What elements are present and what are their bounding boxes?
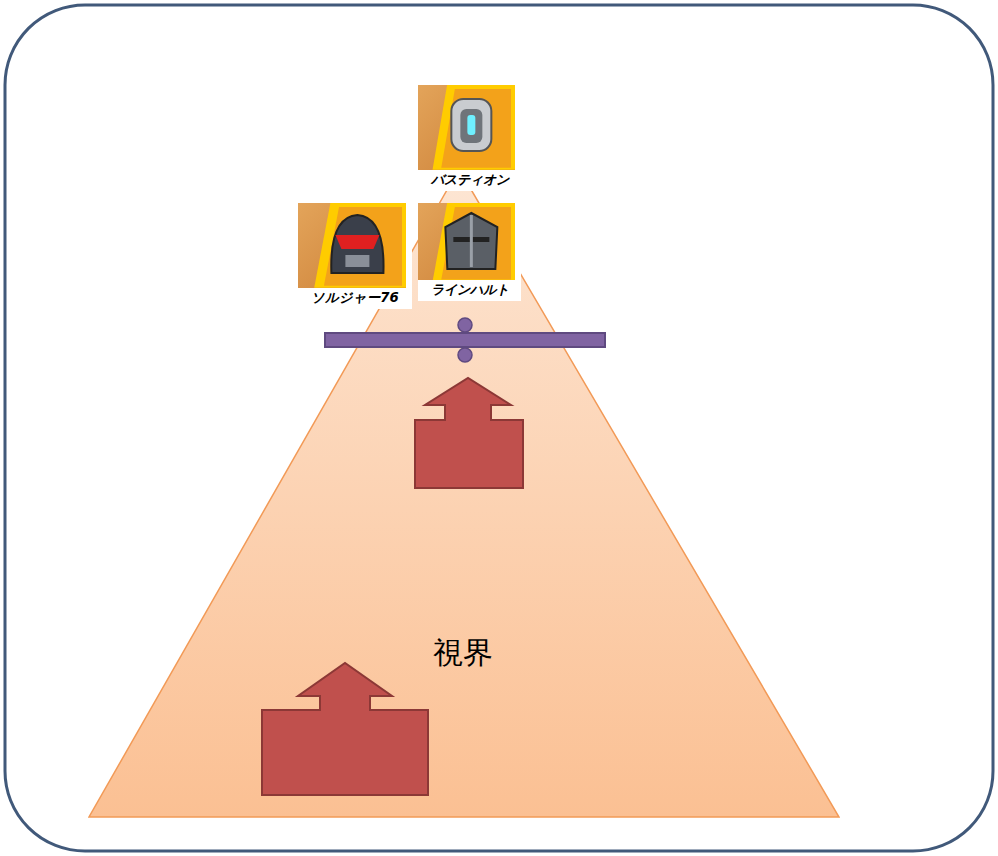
rounded-frame [5, 5, 993, 851]
hero-icon: ソルジャー76 [298, 203, 412, 309]
hero-name: ラインハルト [418, 280, 521, 301]
hero-name: ソルジャー76 [298, 288, 412, 309]
hero-name: バスティオン [418, 170, 521, 191]
hero-icon: バスティオン [418, 85, 521, 191]
view-label: 視界 [433, 633, 493, 674]
hero-icon: ラインハルト [418, 203, 521, 301]
